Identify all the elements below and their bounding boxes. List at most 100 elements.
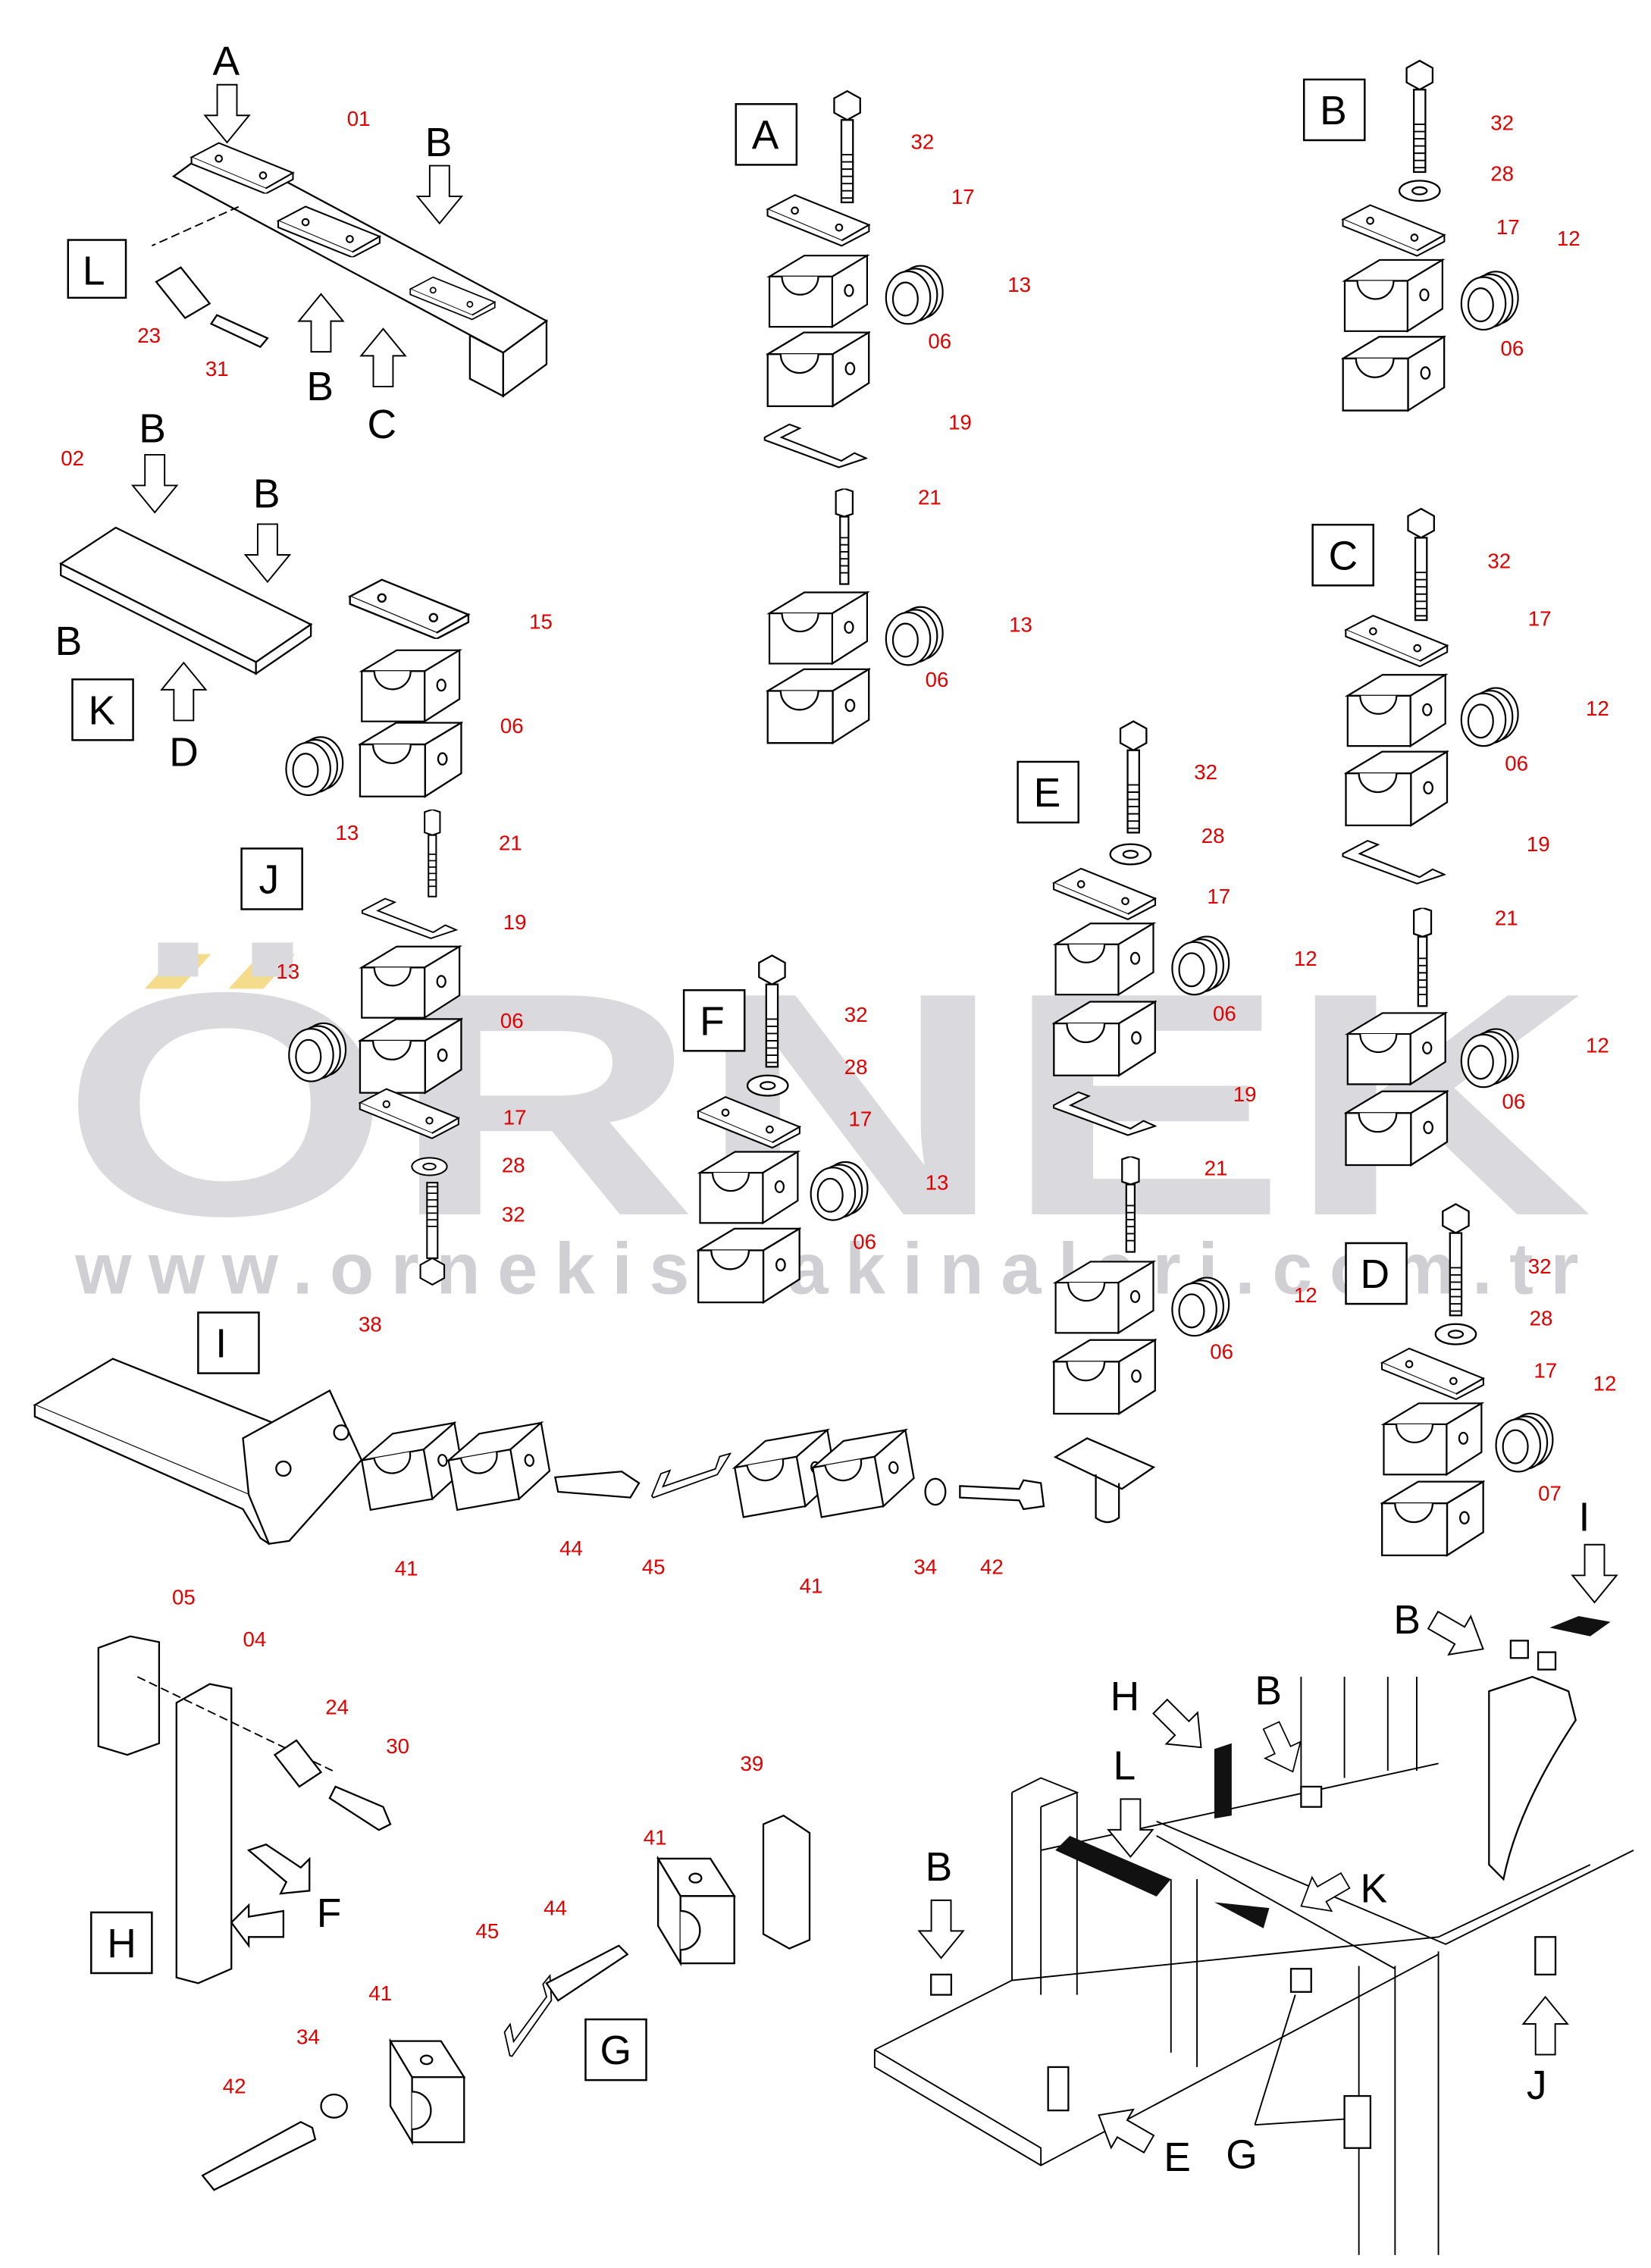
letter-i: I [1579,1495,1590,1540]
label-28: 28 [844,1055,868,1079]
label-06: 06 [1501,337,1524,360]
arrow-h [1143,1690,1218,1764]
label-04: 04 [243,1627,267,1651]
clamp-half [1342,336,1446,412]
letter-h: H [107,1922,136,1966]
label-19: 19 [503,910,527,934]
label-39: 39 [740,1752,763,1775]
label-28: 28 [1201,824,1225,847]
plate-17 [1052,867,1157,920]
letter-c: C [367,403,396,447]
section-box-i [197,1311,260,1374]
arrow-e [1086,2094,1161,2164]
machine-frame-overview: I B H B L B K J E G [873,1495,1634,2255]
label-28: 28 [1530,1307,1553,1330]
section-box-f [682,989,746,1052]
label-32: 32 [844,1003,868,1026]
label-01: 01 [347,107,371,130]
group-i: I 38 41 44 45 41 34 42 [33,1311,1045,1597]
label-42: 42 [223,2074,246,2097]
label-13: 13 [1009,612,1032,636]
part-k-highlight [1214,1902,1270,1928]
clamp-half [361,649,461,722]
plate-15 [349,578,470,639]
clamp-half [768,255,869,328]
arrow-b [244,523,291,583]
bolt-30 [328,1785,392,1831]
label-30: 30 [386,1734,409,1758]
watermark-brand: ÖRNEK [61,926,1593,1282]
screw-44 [554,1471,641,1499]
arrow-f [230,1903,285,1949]
group-a: A 32 17 13 06 19 21 13 06 [735,89,1032,744]
assembly-02: 02 B B B K D [55,407,313,775]
frame-post [1170,1879,1440,2255]
letter-j: J [1527,2063,1547,2108]
label-41: 41 [395,1557,418,1580]
screw-44 [545,1944,629,2002]
letter-b: B [139,407,166,452]
label-13: 13 [1007,273,1031,296]
washer-34 [320,2094,348,2119]
label-17: 17 [1496,215,1520,239]
bolt-32 [1119,720,1148,834]
frame-upright [1488,1675,1577,1881]
clamp-b [1537,1651,1557,1671]
label-12: 12 [1593,1371,1617,1395]
clamp-half [1346,674,1446,747]
label-17: 17 [1528,607,1552,631]
group-d: D 32 28 17 12 07 [1345,1203,1617,1557]
section-box-b [1302,78,1366,142]
label-21: 21 [1205,1156,1228,1179]
letter-j: J [258,857,279,902]
part-h-highlight [1214,1743,1232,1818]
grommet-12 [1460,271,1519,331]
section-box-e [1017,760,1079,824]
letter-k: K [88,688,115,733]
clamp-b [1509,1640,1529,1659]
assembly-01: 01 23 31 A B L B C [67,39,549,447]
arrow-a [204,83,250,143]
letter-a: A [752,113,779,158]
fork-19 [1342,839,1446,885]
clamp-b [1300,1785,1323,1808]
label-12: 12 [1294,947,1317,970]
letter-e: E [1034,771,1061,816]
section-box-a [735,103,798,166]
fork-19 [763,423,867,468]
clamp-half [359,722,462,797]
letter-k: K [1361,1867,1388,1912]
section-box-d [1345,1242,1408,1305]
label-19: 19 [1233,1082,1257,1106]
label-02: 02 [61,446,84,470]
section-box-l [67,239,127,299]
grommet-13 [885,265,944,325]
label-06: 06 [926,668,949,691]
label-06: 06 [1502,1090,1525,1114]
section-box-j [240,847,303,910]
washer-28 [411,1157,448,1176]
bolt-42 [959,1479,1045,1511]
letter-f: F [700,999,725,1044]
label-32: 32 [1194,760,1217,784]
clamp-half [1381,1480,1484,1557]
plate-17 [1345,615,1449,668]
clamp-half [1345,750,1449,827]
washer-28 [1398,180,1441,202]
letter-i: I [215,1322,227,1367]
label-12: 12 [1586,1033,1609,1057]
leader-g [1254,1994,1345,2126]
arrow-b [131,453,178,514]
arrow-c [360,327,406,387]
group-b: B 32 28 17 12 06 [1302,59,1581,412]
clamp-half [766,668,870,744]
label-21: 21 [918,486,941,509]
letter-c: C [1329,534,1358,578]
label-17: 17 [1534,1358,1557,1382]
letter-b: B [425,121,453,165]
label-06: 06 [928,330,951,353]
grommet-13 [885,606,944,666]
clamp-half [1343,258,1444,332]
arrow-b [298,293,344,353]
